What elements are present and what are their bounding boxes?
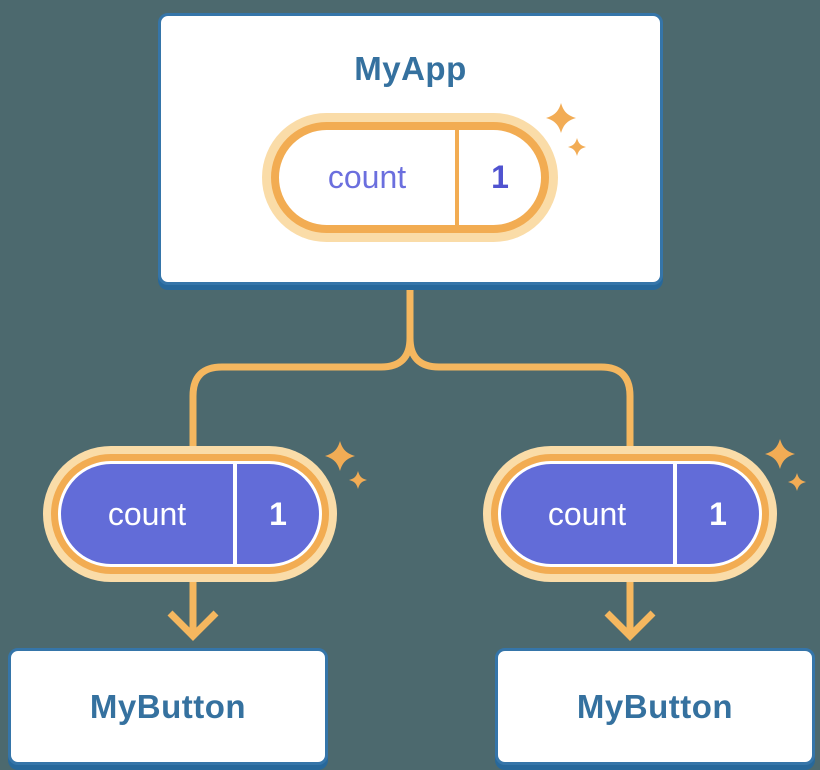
prop-pill-value: 1 bbox=[269, 495, 287, 532]
prop-pill-label: count bbox=[107, 495, 187, 532]
sparkle-icon bbox=[765, 439, 795, 469]
state-pill-label: count bbox=[327, 159, 407, 195]
child-card-title: MyButton bbox=[576, 687, 734, 725]
sparkle-small-icon bbox=[788, 473, 806, 491]
sparkle-icon bbox=[546, 103, 576, 133]
child-card-title: MyButton bbox=[89, 687, 247, 725]
connector-right-branch bbox=[406, 285, 634, 631]
pill-divider bbox=[673, 464, 677, 564]
child-component-card-left: MyButton bbox=[8, 648, 328, 765]
sparkle-small-icon bbox=[349, 471, 367, 489]
sparkle-icon bbox=[325, 441, 355, 471]
root-card-title: MyApp bbox=[354, 50, 467, 87]
prop-pill-right: count 1 bbox=[483, 446, 777, 582]
pill-divider bbox=[233, 464, 237, 564]
state-pill-ring: count 1 bbox=[271, 122, 549, 233]
prop-pill-ring: count 1 bbox=[51, 454, 329, 574]
child-component-card-right: MyButton bbox=[495, 648, 815, 765]
state-pill-value: 1 bbox=[491, 159, 509, 195]
sparkle-small-icon bbox=[568, 138, 586, 156]
arrow-down-right-icon bbox=[604, 610, 656, 641]
pill-divider bbox=[455, 130, 459, 225]
prop-pill-ring: count 1 bbox=[491, 454, 769, 574]
prop-pill-body: count 1 bbox=[501, 464, 759, 564]
prop-pill-body: count 1 bbox=[61, 464, 319, 564]
arrow-down-left-icon bbox=[167, 610, 219, 641]
prop-pill-label: count bbox=[547, 495, 627, 532]
state-pill: count 1 bbox=[262, 113, 558, 242]
prop-pill-left: count 1 bbox=[43, 446, 337, 582]
prop-pill-value: 1 bbox=[709, 495, 727, 532]
